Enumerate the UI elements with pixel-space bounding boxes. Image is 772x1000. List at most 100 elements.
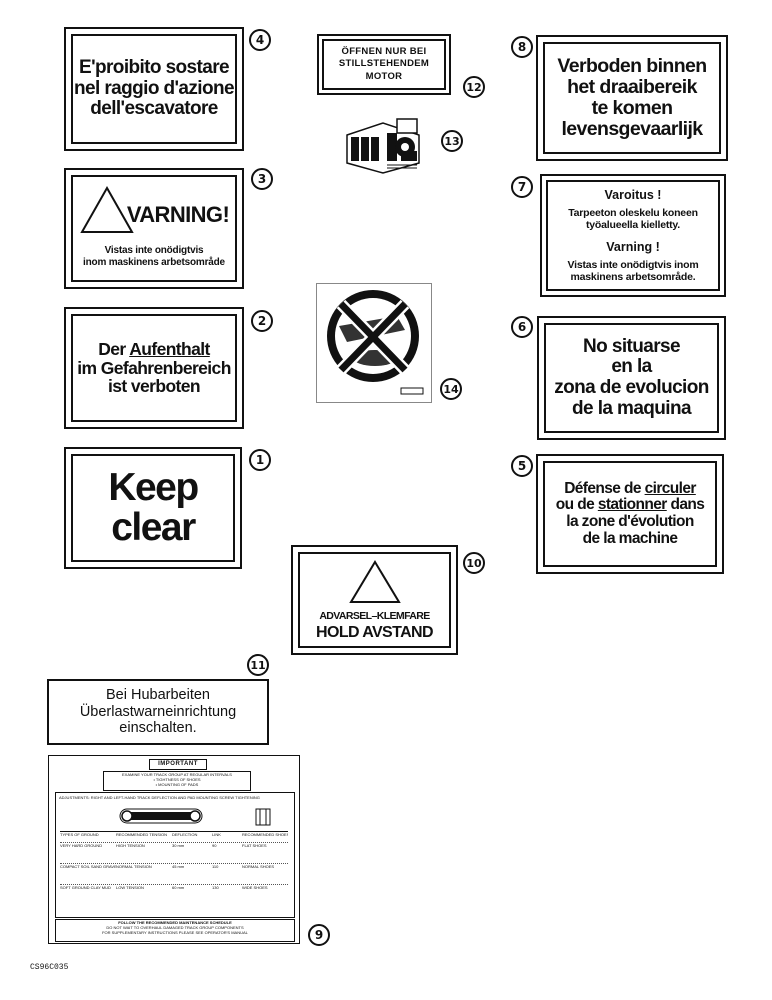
decal-5-text: Défense de (564, 479, 645, 497)
decal-2-underlined: Aufenthalt (129, 338, 210, 359)
decal-9-cell: NORMAL SHOES (242, 864, 275, 869)
decal-9-table: TYPES OF GROUND RECOMMENDED TENSION DEFL… (60, 831, 288, 912)
decal-9-body: ADJUSTMENTS: RIGHT AND LEFT-HAND TRACK D… (55, 792, 295, 918)
decal-5-line: Défense de circuler (564, 479, 697, 498)
decal-12-line: MOTOR (365, 70, 403, 82)
decal-9-intro: EXAMINE YOUR TRACK GROUP AT REGULAR INTE… (103, 771, 251, 791)
decal-12-line: STILLSTEHENDEM (338, 58, 430, 70)
decal-3-sub: inom maskinens arbetsområde (83, 256, 225, 268)
decal-8-line: het draaibereik (567, 75, 697, 98)
decal-2-text: Der (98, 338, 130, 359)
figure-code: CS96C035 (30, 963, 69, 972)
callout-number-4: 4 (249, 29, 271, 51)
decal-4-italian: E'proibito sostare nel raggio d'azione d… (64, 27, 244, 151)
callout-number-14: 14 (440, 378, 462, 400)
decal-9-col-head: DEFLECTION (172, 832, 198, 837)
callout-number-11: 11 (247, 654, 269, 676)
decal-7-heading: Varoitus ! (604, 188, 662, 203)
decal-3-title: VARNING! (126, 202, 230, 228)
decal-9-intro-line: • MOUNTING OF PADS (155, 782, 199, 787)
callout-number-2: 2 (251, 310, 273, 332)
decal-7-finnish-swedish: Varoitus ! Tarpeeton oleskelu koneen työ… (540, 174, 726, 297)
decal-9-cell: 30 mm (172, 843, 185, 848)
track-shoe-icon (255, 808, 271, 826)
warning-triangle-icon (348, 560, 401, 603)
callout-number-5: 5 (511, 455, 533, 477)
decal-12-motor-warning: ÖFFNEN NUR BEI STILLSTEHENDEM MOTOR (317, 34, 451, 95)
decal-11-line: Überlastwarneinrichtung (79, 703, 237, 720)
decal-9-track-maintenance: IMPORTANT EXAMINE YOUR TRACK GROUP AT RE… (48, 755, 300, 944)
decal-9-cell: 130 (212, 885, 219, 890)
decal-9-intro-line: EXAMINE YOUR TRACK GROUP AT REGULAR INTE… (122, 772, 232, 777)
decal-9-table-row: VERY HARD GROUND HIGH TENSION 30 mm 90 F… (60, 842, 288, 863)
decal-9-col-head: LINK (212, 832, 221, 837)
decal-5-french: Défense de circuler ou de stationner dan… (536, 454, 724, 574)
decal-8-line: te komen (591, 97, 673, 119)
decal-9-cell: 110 (212, 864, 219, 869)
decal-8-line: levensgevaarlijk (561, 118, 703, 141)
decal-9-cell: NORMAL TENSION (116, 864, 152, 869)
callout-number-1: 1 (249, 449, 271, 471)
decal-9-table-row: SOFT GROUND CLAY MUD LOW TENSION 60 mm 1… (60, 884, 288, 905)
callout-number-6: 6 (511, 316, 533, 338)
decal-1-line: Keep (108, 466, 199, 510)
decal-9-footer-line: FOR SUPPLEMENTARY INSTRUCTIONS PLEASE SE… (102, 930, 248, 935)
decal-2-german: Der Aufenthalt im Gefahrenbereich ist ve… (64, 307, 244, 429)
no-entry-pictogram-icon (327, 290, 424, 395)
decal-8-dutch: Verboden binnen het draaibereik te komen… (536, 35, 728, 161)
decal-6-line: No situarse (583, 335, 680, 357)
decal-5-text: ou de (555, 496, 598, 514)
decal-9-cell: 45 mm (172, 864, 185, 869)
decal-6-line: en la (611, 356, 652, 378)
decal-6-spanish: No situarse en la zona de evolucion de l… (537, 316, 726, 440)
callout-number-9: 9 (308, 924, 330, 946)
decal-5-underlined: stationner (597, 496, 668, 514)
decal-6-line: zona de evolucion (554, 377, 709, 398)
callout-number-8: 8 (511, 36, 533, 58)
decal-2-line: ist verboten (108, 376, 201, 397)
decal-1-line: clear (111, 506, 196, 549)
decal-5-line: de la machine (582, 529, 678, 547)
decal-3-sub: Vistas inte onödigtvis (104, 245, 204, 256)
decal-9-intro-line: • TIGHTNESS OF SHOES (153, 777, 201, 782)
decal-13-logo (343, 113, 429, 175)
decal-5-line: ou de stationner dans (555, 496, 705, 514)
decal-9-footer: FOLLOW THE RECOMMENDED MAINTENANCE SCHED… (55, 919, 295, 942)
decal-9-cell: 90 (212, 843, 217, 848)
callout-number-13: 13 (441, 130, 463, 152)
decal-5-line: la zone d'évolution (566, 513, 694, 530)
decal-10-line: ADVARSEL–KLEMFARE (319, 610, 430, 622)
callout-number-12: 12 (463, 76, 485, 98)
decal-4-line: nel raggio d'azione (74, 77, 235, 99)
decal-11-line: Bei Hubarbeiten (106, 686, 210, 703)
decal-3-swedish: VARNING! Vistas inte onödigtvis inom mas… (64, 168, 244, 289)
decal-5-underlined: circuler (644, 479, 697, 497)
callout-number-10: 10 (463, 552, 485, 574)
callout-number-3: 3 (251, 168, 273, 190)
decal-4-line: E'proibito sostare (79, 57, 230, 79)
decal-2-line: im Gefahrenbereich (77, 357, 231, 378)
decal-10-norwegian: ADVARSEL–KLEMFARE HOLD AVSTAND (291, 545, 458, 655)
decal-14-pictogram (316, 283, 432, 403)
decal-5-text: dans (666, 496, 705, 514)
decal-9-cell: FLAT SHOES (242, 843, 267, 848)
decal-7-text: Vistas inte onödigtvis inom (567, 258, 699, 271)
decal-7-text: Tarpeeton oleskelu koneen (568, 207, 698, 220)
decal-9-col-head: RECOMMENDED TENSION (116, 832, 168, 837)
decal-2-line: Der Aufenthalt (98, 338, 210, 359)
decal-9-cell: SOFT GROUND CLAY MUD (60, 885, 111, 890)
decal-9-cell: HIGH TENSION (116, 843, 145, 848)
decal-7-heading: Varning ! (606, 239, 660, 254)
decal-11-german-lifting: Bei Hubarbeiten Überlastwarneinrichtung … (47, 679, 269, 745)
decal-9-table-row: COMPACT SOIL SAND GRAVEL NORMAL TENSION … (60, 863, 288, 884)
decal-7-text: työalueella kielletty. (585, 219, 681, 232)
decal-12-line: ÖFFNEN NUR BEI (341, 45, 427, 57)
decal-9-subheader: ADJUSTMENTS: RIGHT AND LEFT-HAND TRACK D… (59, 795, 260, 800)
callout-number-7: 7 (511, 176, 533, 198)
decal-9-col-head: RECOMMENDED SHOES (242, 832, 288, 837)
decal-9-cell: 60 mm (172, 885, 185, 890)
decal-9-footer-line: DO NOT WAIT TO OVERHAUL DAMAGED TRACK GR… (106, 925, 244, 930)
decal-8-line: Verboden binnen (557, 54, 707, 77)
decal-10-line: HOLD AVSTAND (316, 624, 434, 642)
decal-9-col-head: TYPES OF GROUND (60, 832, 99, 837)
